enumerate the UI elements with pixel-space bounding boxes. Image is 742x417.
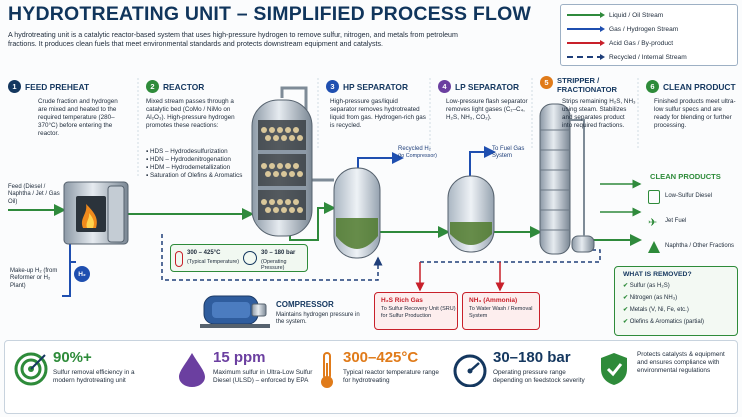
thermometer-icon [175, 251, 183, 267]
stat-desc: Sulfur removal efficiency in a modern hy… [53, 369, 135, 384]
reaction-item: ▪ HDN – Hydrodenitrogenation [146, 156, 231, 163]
reactor-vessel [251, 99, 313, 237]
step-1-desc: Crude fraction and hydrogen are mixed an… [38, 98, 118, 137]
stat-value: 15 ppm [213, 349, 266, 366]
nh3-box: NH₃ (Ammonia) To Water Wash / Removal Sy… [462, 292, 540, 330]
check-icon: ✔ [623, 319, 629, 325]
intro-text: A hydrotreating unit is a catalytic reac… [8, 31, 458, 48]
stripper-column [539, 103, 595, 255]
product-item: Low-Sulfur Diesel [648, 184, 740, 210]
makeup-h2-label: Make-up H₂ (from Reformer or H₂ Plant) [10, 268, 58, 289]
check-icon: ✔ [623, 295, 629, 301]
check-icon: ✔ [623, 307, 629, 313]
removed-item: ✔ Metals (V, Ni, Fe, etc.) [623, 307, 689, 313]
step-2-desc: Mixed stream passes through a catalytic … [146, 98, 235, 129]
stat-desc: Maximum sulfur in Ultra-Low Sulfur Diese… [213, 369, 313, 384]
step-3-desc: High-pressure gas/liquid separator remov… [330, 98, 426, 129]
clean-products-list: Low-Sulfur Diesel ✈ Jet Fuel Naphtha / O… [648, 184, 740, 260]
stat-value: 90%+ [53, 349, 92, 366]
step-4-desc: Low-pressure flash separator removes lig… [446, 98, 528, 121]
removed-item: ✔ Sulfur (as H₂S) [623, 283, 670, 289]
stat-value: 300–425°C [343, 349, 419, 366]
legend-item-liquid: Liquid / Oil Stream [567, 9, 663, 21]
what-is-removed-box: WHAT IS REMOVED? ✔ Sulfur (as H₂S) ✔ Nit… [614, 266, 738, 336]
product-item: ✈ Jet Fuel [648, 216, 687, 229]
reaction-item: ▪ HDM – Hydrodemetallization [146, 164, 231, 171]
clean-products-title: CLEAN PRODUCTS [650, 172, 721, 181]
reaction-item: ▪ HDS – Hydrodesulfurization [146, 148, 228, 155]
stat-desc: Protects catalysts & equipment and ensur… [637, 351, 725, 374]
compressor-machine [200, 295, 270, 328]
gauge-icon [243, 251, 257, 265]
stat-desc: Operating pressure range depending on fe… [493, 369, 585, 384]
stats-bar: 90%+ Sulfur removal efficiency in a mode… [4, 340, 738, 414]
h2s-rich-gas-box: H₂S Rich Gas To Sulfur Recovery Unit (SR… [374, 292, 458, 330]
compressor-desc: Maintains hydrogen pressure in the syste… [276, 312, 360, 326]
stat-desc: Typical reactor temperature range for hy… [343, 369, 439, 384]
feed-label: Feed (Diesel / Naphtha / Jet / Gas Oil) [8, 184, 60, 205]
fuel-gas-label: To Fuel Gas System [492, 146, 525, 160]
stat-value: 30–180 bar [493, 349, 571, 366]
step-5-desc: Strips remaining H₂S, NH₃ using steam. S… [562, 98, 636, 129]
page-title: HYDROTREATING UNIT – SIMPLIFIED PROCESS … [8, 3, 532, 25]
removed-item: ✔ Nitrogen (as NH₃) [623, 295, 678, 301]
thermometer-icon [317, 351, 337, 394]
legend-item-acid-gas: Acid Gas / By-product [567, 37, 673, 49]
check-icon: ✔ [623, 283, 629, 289]
legend: Liquid / Oil Stream Gas / Hydrogen Strea… [560, 4, 738, 66]
product-item: Naphtha / Other Fractions [648, 234, 740, 260]
reaction-item: ▪ Saturation of Olefins & Aromatics [146, 172, 243, 179]
airplane-icon: ✈ [648, 216, 658, 229]
legend-item-gas: Gas / Hydrogen Stream [567, 23, 678, 35]
h2-badge: H₂ [74, 266, 90, 282]
recycled-h2-label: Recycled H₂(to Compressor) [398, 146, 437, 160]
hp-separator-vessel [333, 167, 381, 259]
feed-heater [63, 181, 129, 245]
compressor-title: COMPRESSOR [276, 300, 334, 309]
legend-item-recycled: Recycled / Internal Stream [567, 51, 687, 63]
removed-item: ✔ Olefins & Aromatics (partial) [623, 319, 705, 325]
droplet-icon [177, 351, 207, 392]
target-icon [13, 351, 49, 392]
reaction-list: ▪ HDS – Hydrodesulfurization ▪ HDN – Hyd… [146, 148, 256, 180]
gauge-icon [451, 351, 489, 392]
step-6-desc: Finished products meet ultra-low sulfur … [654, 98, 736, 129]
flask-icon [648, 241, 660, 253]
shield-check-icon [599, 351, 629, 392]
lp-separator-vessel [447, 175, 495, 253]
reactor-conditions-box: 300 – 425°C (Typical Temperature) 30 – 1… [170, 244, 308, 272]
gas-pump-icon [648, 190, 660, 204]
